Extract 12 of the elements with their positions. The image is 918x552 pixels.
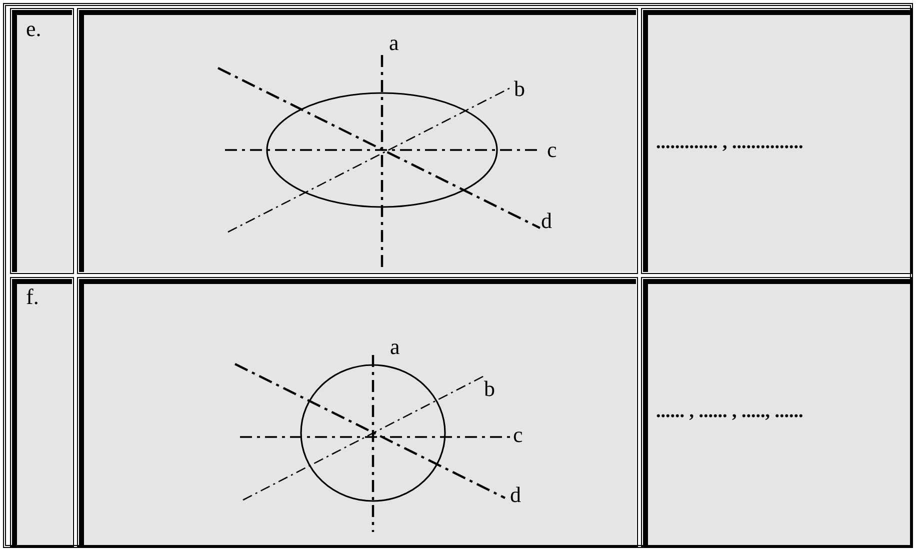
axis-label: c — [547, 139, 557, 161]
answer-blank: ............. , ............... — [656, 133, 804, 152]
axis-label: a — [389, 32, 399, 54]
axis-label: a — [390, 336, 400, 358]
axis-label: d — [510, 484, 521, 506]
row-label: e. — [26, 18, 42, 40]
axis-label: b — [514, 78, 525, 100]
axis-label: c — [513, 424, 523, 446]
axis-label: d — [541, 210, 552, 232]
answer-blank: ...... , ...... , ....., ...... — [656, 402, 804, 421]
axis-label: b — [484, 378, 495, 400]
row-label: f. — [26, 286, 39, 308]
